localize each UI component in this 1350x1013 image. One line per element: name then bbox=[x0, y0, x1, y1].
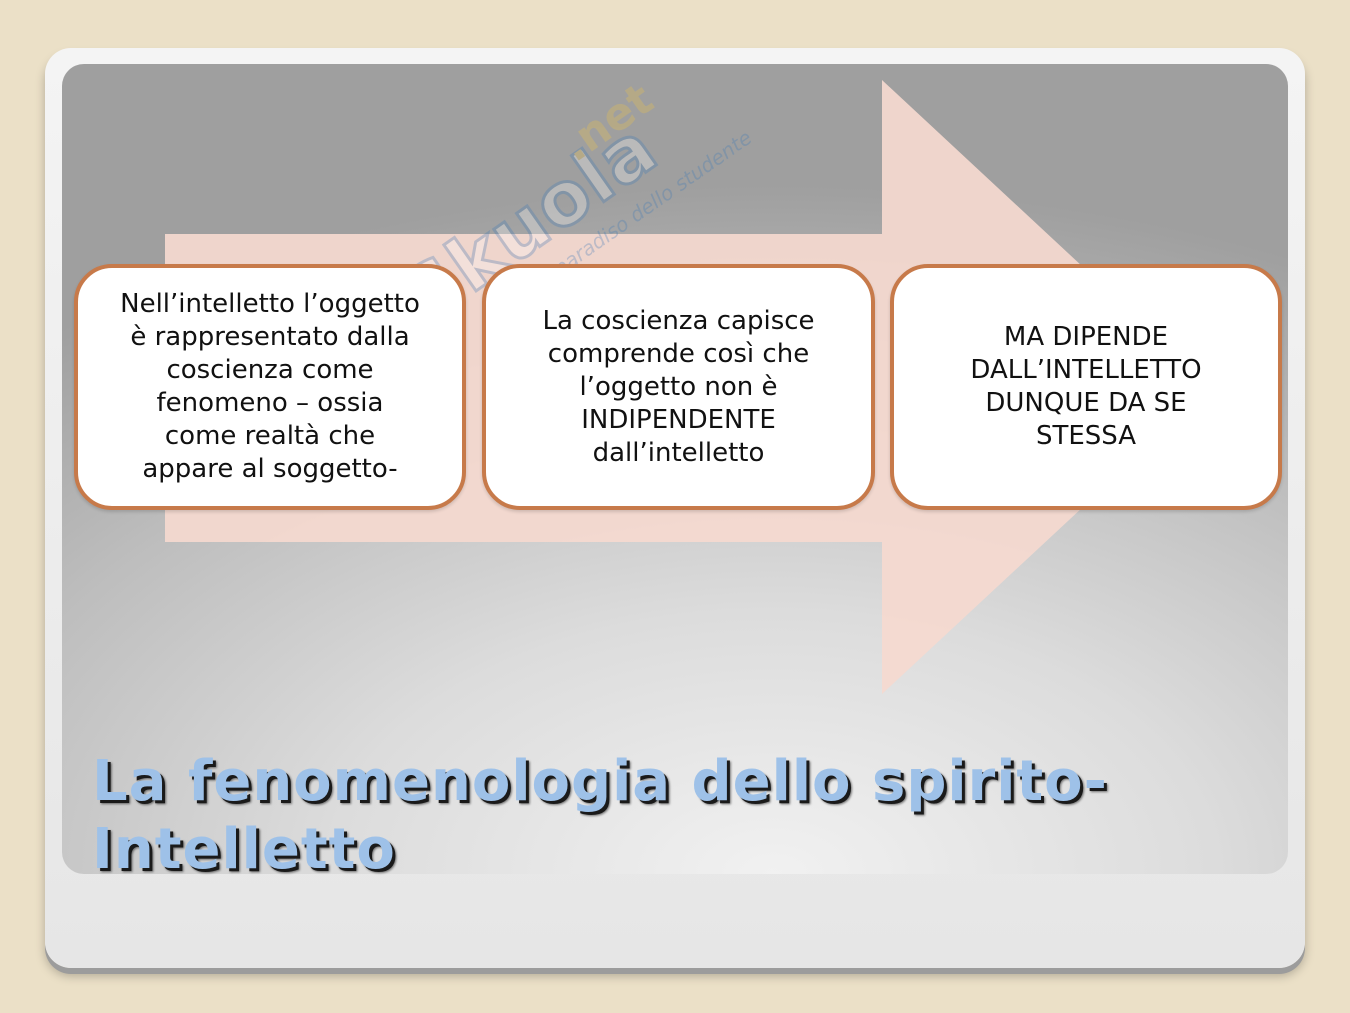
process-step-text: MA DIPENDE DALL’INTELLETTO DUNQUE DA SE … bbox=[970, 322, 1202, 451]
process-step-box-3: MA DIPENDE DALL’INTELLETTO DUNQUE DA SE … bbox=[890, 264, 1282, 510]
process-step-box-1: Nell’intelletto l’oggetto è rappresentat… bbox=[74, 264, 466, 510]
process-step-text: Nell’intelletto l’oggetto è rappresentat… bbox=[120, 289, 420, 484]
process-step-box-2: La coscienza capisce comprende così che … bbox=[482, 264, 875, 510]
process-step-text: La coscienza capisce comprende così che … bbox=[542, 305, 815, 468]
slide-title: La fenomenologia dello spirito- Intellet… bbox=[92, 749, 1108, 882]
